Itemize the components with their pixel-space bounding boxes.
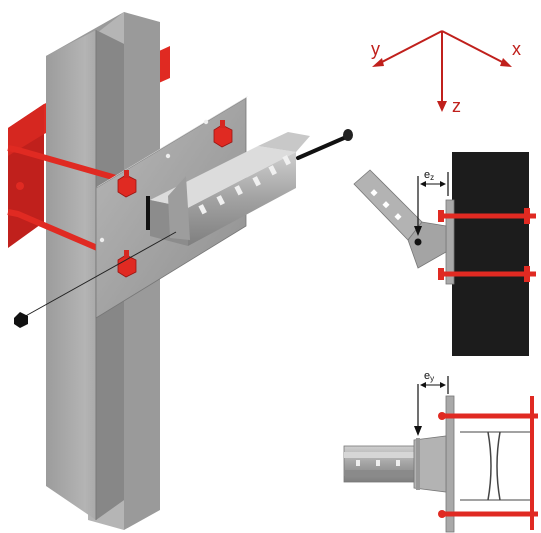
nut-top-right (213, 120, 233, 148)
z-axis-label: z (452, 96, 461, 116)
nut-top-left (117, 170, 137, 198)
top-channel-arm (343, 435, 447, 493)
long-bolt (296, 129, 353, 160)
black-insert (146, 196, 150, 230)
channel-bracket-arm (150, 132, 310, 246)
dimension-ey: ey (414, 370, 449, 436)
top-view: ey (343, 370, 538, 533)
fixing-pin (14, 231, 177, 328)
side-view: ez (353, 152, 536, 356)
ez-label: ez (424, 169, 434, 182)
y-axis-label: y (371, 39, 380, 59)
red-nuts (117, 120, 233, 278)
nut-bottom-left (117, 250, 137, 278)
side-bracket-arm (353, 169, 447, 269)
side-mount-plate (445, 199, 455, 285)
isometric-assembly (7, 12, 353, 530)
axis-triad: y x z (371, 30, 521, 116)
x-axis-label: x (512, 39, 521, 59)
black-column-block (452, 152, 529, 356)
ey-label: ey (424, 370, 434, 383)
dimension-ez: ez (414, 169, 449, 236)
